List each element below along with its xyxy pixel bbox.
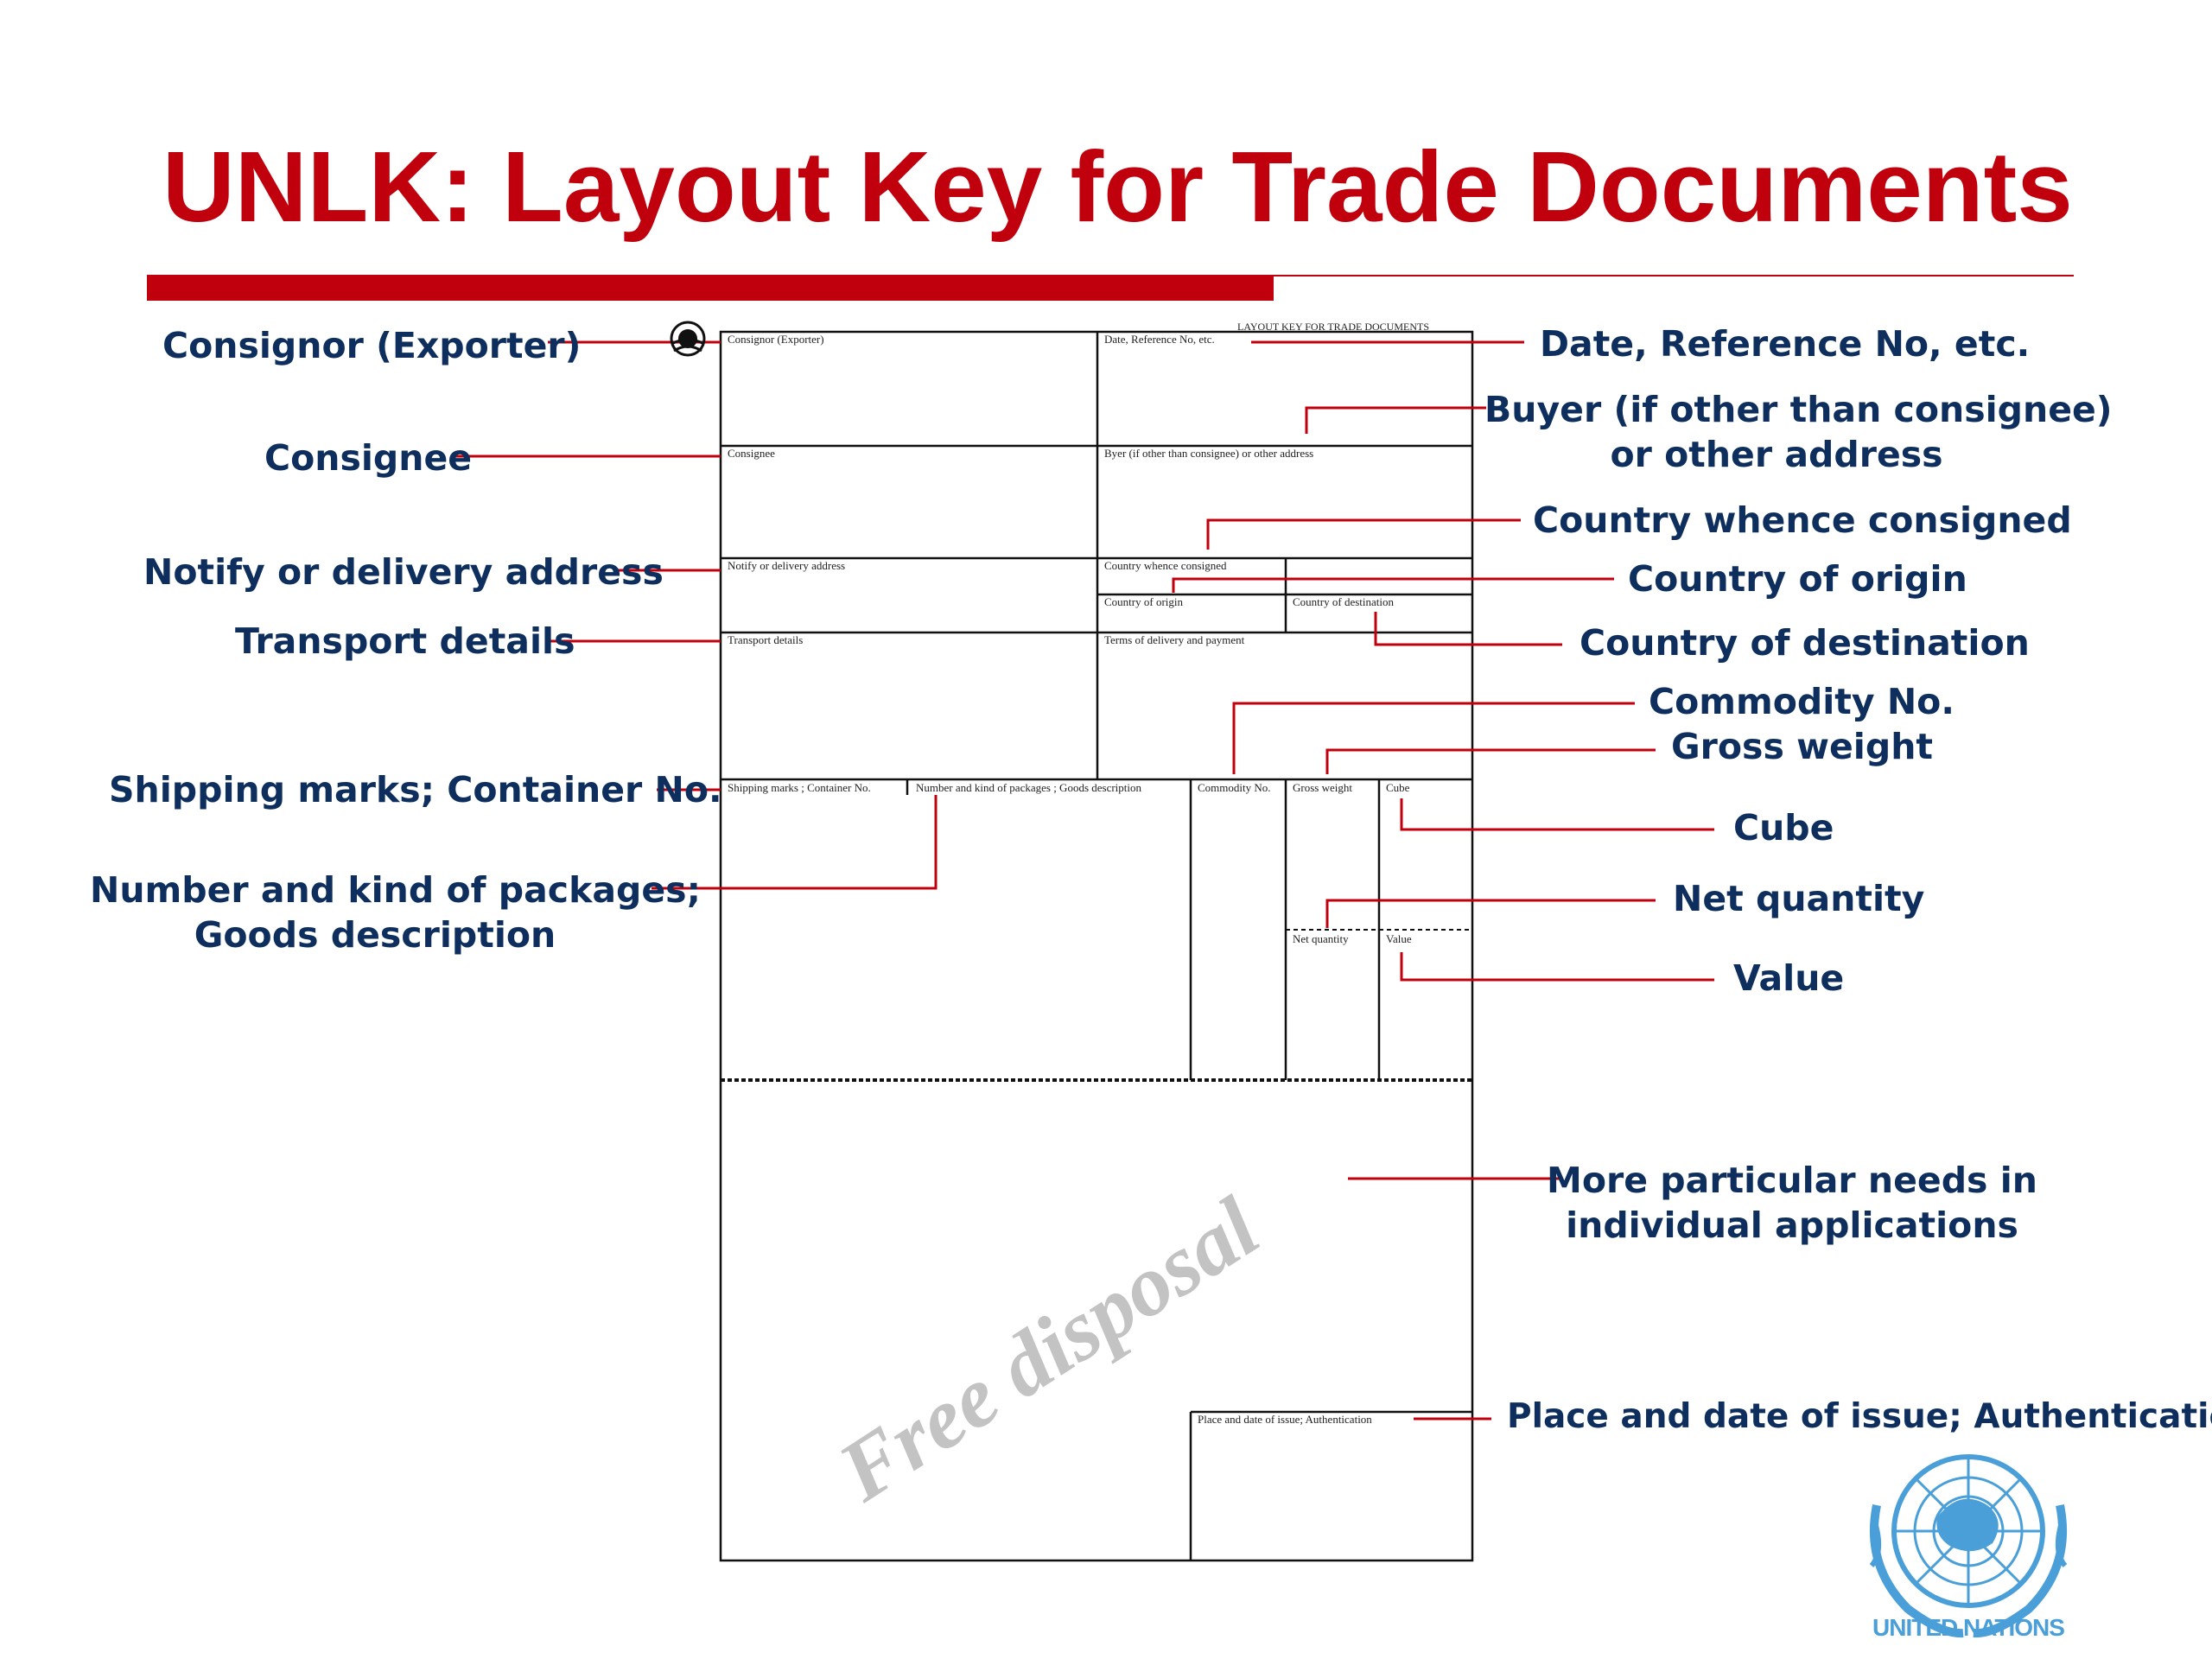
form-cube: Cube bbox=[1386, 781, 1410, 794]
emblem-icon bbox=[670, 321, 706, 357]
form-value: Value bbox=[1386, 932, 1412, 945]
un-emblem-icon bbox=[1869, 1454, 2068, 1638]
title-rule-thin bbox=[1274, 275, 2074, 276]
form-place-date: Place and date of issue; Authentication bbox=[1198, 1413, 1372, 1426]
callout-net-quantity: Net quantity bbox=[1673, 878, 1925, 919]
form-transport: Transport details bbox=[728, 633, 804, 646]
leader-cube bbox=[1400, 798, 1714, 831]
callout-shipping-marks: Shipping marks; Container No. bbox=[109, 769, 722, 810]
callout-gross-weight: Gross weight bbox=[1671, 726, 1933, 767]
form-notify: Notify or delivery address bbox=[728, 559, 846, 572]
form-terms: Terms of delivery and payment bbox=[1104, 633, 1245, 646]
callout-particular-line2: individual applications bbox=[1566, 1205, 2018, 1246]
leader-gross-weight bbox=[1325, 748, 1656, 774]
leader-value bbox=[1400, 952, 1714, 982]
form-country-whence: Country whence consigned bbox=[1104, 559, 1227, 572]
callout-country-whence: Country whence consigned bbox=[1533, 499, 2072, 541]
callout-value: Value bbox=[1733, 957, 1845, 999]
callout-particular-line1: More particular needs in bbox=[1547, 1160, 2037, 1201]
callout-cube: Cube bbox=[1733, 807, 1834, 849]
callout-buyer-line2: or other address bbox=[1610, 434, 1943, 475]
form-shipping-marks: Shipping marks ; Container No. bbox=[728, 781, 871, 794]
title-rule-thick bbox=[147, 275, 1274, 301]
form-commodity: Commodity No. bbox=[1198, 781, 1271, 794]
callout-country-origin: Country of origin bbox=[1628, 558, 1967, 600]
leader-country-destination bbox=[1374, 612, 1562, 646]
callout-transport: Transport details bbox=[235, 620, 575, 662]
form-buyer: Byer (if other than consignee) or other … bbox=[1104, 447, 1314, 460]
callout-date-ref: Date, Reference No, etc. bbox=[1540, 323, 2031, 365]
leader-buyer bbox=[1305, 406, 1486, 434]
form-header: LAYOUT KEY FOR TRADE DOCUMENTS bbox=[1237, 321, 1430, 333]
form-country-origin: Country of origin bbox=[1104, 595, 1183, 608]
leader-country-whence bbox=[1206, 518, 1521, 550]
leader-net-quantity bbox=[1325, 899, 1656, 928]
callout-particular: More particular needs in individual appl… bbox=[1540, 1158, 2044, 1248]
form-net-quantity: Net quantity bbox=[1293, 932, 1349, 945]
callout-packages-line1: Number and kind of packages; bbox=[90, 869, 701, 911]
leader-commodity bbox=[1232, 702, 1635, 774]
form-grid bbox=[719, 330, 1474, 1562]
watermark: Free disposal bbox=[822, 1179, 1275, 1520]
callout-buyer: Buyer (if other than consignee) or other… bbox=[1484, 387, 2113, 477]
callout-consignor: Consignor (Exporter) bbox=[162, 325, 582, 366]
callout-packages-line2: Goods description bbox=[194, 914, 556, 956]
callout-notify: Notify or delivery address bbox=[143, 551, 664, 593]
callout-country-destination: Country of destination bbox=[1580, 622, 2030, 664]
form-consignor: Consignor (Exporter) bbox=[728, 333, 824, 346]
callout-place-date: Place and date of issue; Authentication bbox=[1507, 1397, 2212, 1436]
callout-commodity: Commodity No. bbox=[1649, 681, 1955, 722]
leader-lines bbox=[453, 340, 1714, 1421]
un-logo-label: UNITED NATIONS bbox=[1872, 1614, 2065, 1641]
leader-country-origin bbox=[1172, 577, 1614, 593]
callout-buyer-line1: Buyer (if other than consignee) bbox=[1484, 389, 2113, 430]
form-packages: Number and kind of packages ; Goods desc… bbox=[916, 781, 1142, 794]
callout-packages: Number and kind of packages; Goods descr… bbox=[90, 868, 701, 957]
leader-packages bbox=[652, 795, 938, 890]
form-country-destination: Country of destination bbox=[1293, 595, 1394, 608]
form-consignee: Consignee bbox=[728, 447, 775, 460]
page-title: UNLK: Layout Key for Trade Documents bbox=[162, 130, 2073, 243]
form-gross-weight: Gross weight bbox=[1293, 781, 1352, 794]
form-date-ref: Date, Reference No, etc. bbox=[1104, 333, 1215, 346]
callout-consignee: Consignee bbox=[264, 437, 473, 479]
